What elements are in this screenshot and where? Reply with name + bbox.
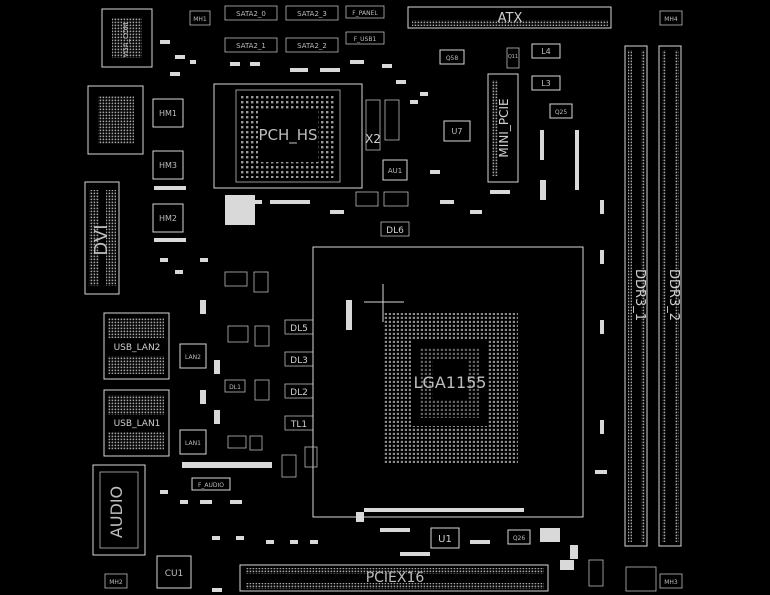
dl5-label: DL5 bbox=[290, 324, 308, 334]
usb-lan1-label: USB_LAN1 bbox=[114, 419, 161, 429]
tl1-label: TL1 bbox=[290, 420, 307, 430]
x2-crystal: X2 bbox=[365, 99, 381, 151]
l4-label: L4 bbox=[541, 47, 551, 56]
au1-chip: AU1 bbox=[382, 159, 408, 181]
mounting-holes: MH1 MH4 MH2 MH3 bbox=[104, 10, 683, 589]
mini-pcie-label: MINI_PCIE bbox=[497, 98, 511, 157]
front-panel-headers: F_PANEL F_USB1 bbox=[345, 5, 385, 45]
pciex16-label: PCIEX16 bbox=[366, 570, 425, 586]
u7-chip: U7 bbox=[443, 120, 471, 142]
mosfets: Q58 Q25 Q26 Q11 bbox=[439, 47, 573, 545]
inductors: L4 L3 bbox=[531, 43, 561, 91]
atx-label: ATX bbox=[498, 11, 523, 26]
ddr3-slot-2: DDR3_2 bbox=[658, 45, 682, 547]
atx-connector: ATX bbox=[407, 6, 612, 29]
cu1-chip: CU1 bbox=[156, 555, 192, 589]
cpu-socket: LGA1155 bbox=[312, 246, 584, 518]
audio-label: AUDIO bbox=[107, 486, 126, 538]
ddr3-slot-1: DDR3_1 bbox=[624, 45, 648, 547]
usb-lan2-connector: USB_LAN2 bbox=[103, 312, 170, 380]
mh2-label: MH2 bbox=[109, 579, 123, 586]
ddr3-1-label: DDR3_1 bbox=[632, 269, 647, 321]
hm1-label: HM1 bbox=[159, 109, 177, 118]
f-audio-label: F_AUDIO bbox=[198, 482, 224, 489]
sata-connectors: SATA2_0 SATA2_3 SATA2_1 SATA2_2 bbox=[224, 5, 339, 53]
dvi-connector: DVI bbox=[84, 181, 120, 295]
lan1-label: LAN1 bbox=[185, 440, 201, 447]
pch-label: PCH_HS bbox=[258, 126, 317, 145]
ddr3-2-label: DDR3_2 bbox=[666, 269, 681, 321]
hm3-chip: HM3 bbox=[152, 150, 184, 180]
lan-chips: LAN2 LAN1 bbox=[179, 343, 207, 455]
audio-connector: AUDIO bbox=[92, 464, 146, 556]
dl2-label: DL2 bbox=[290, 388, 308, 398]
dl6-label: DL6 bbox=[386, 226, 404, 236]
dl3-label: DL3 bbox=[290, 356, 308, 366]
q26-label: Q26 bbox=[513, 535, 526, 542]
f-audio-header: F_AUDIO bbox=[191, 477, 231, 491]
u1-chip: U1 bbox=[430, 527, 460, 549]
vga-com-label: VGA_COM bbox=[122, 23, 130, 58]
q11-label: Q11 bbox=[508, 54, 518, 60]
hm1-chip: HM1 bbox=[152, 98, 184, 128]
l3-label: L3 bbox=[541, 79, 551, 88]
sata2-2-label: SATA2_2 bbox=[297, 42, 327, 50]
sata2-3-label: SATA2_3 bbox=[297, 10, 327, 18]
hm2-chip: HM2 bbox=[152, 203, 184, 233]
io-block-top bbox=[87, 85, 144, 155]
usb-lan1-connector: USB_LAN1 bbox=[103, 389, 170, 457]
mh4-label: MH4 bbox=[664, 16, 678, 23]
mini-pcie-slot: MINI_PCIE bbox=[487, 73, 519, 183]
lan2-label: LAN2 bbox=[185, 354, 201, 361]
passive-components bbox=[154, 40, 657, 592]
hm2-label: HM2 bbox=[159, 214, 177, 223]
u7-label: U7 bbox=[452, 127, 463, 136]
usb-lan2-label: USB_LAN2 bbox=[114, 343, 161, 353]
f-panel-label: F_PANEL bbox=[352, 10, 378, 17]
sata2-0-label: SATA2_0 bbox=[236, 10, 266, 18]
lga1155-label: LGA1155 bbox=[414, 373, 487, 392]
mh1-label: MH1 bbox=[193, 16, 207, 23]
au1-label: AU1 bbox=[388, 167, 402, 175]
x2-label: X2 bbox=[365, 132, 381, 146]
q58-label: Q58 bbox=[446, 55, 459, 62]
mh3-label: MH3 bbox=[664, 579, 678, 586]
sata2-1-label: SATA2_1 bbox=[236, 42, 266, 50]
cu1-label: CU1 bbox=[165, 569, 184, 579]
dvi-label: DVI bbox=[91, 224, 112, 255]
u1-label: U1 bbox=[438, 534, 452, 545]
delay-lines: DL5 DL3 DL2 TL1 DL6 DL1 bbox=[224, 221, 410, 431]
f-usb1-label: F_USB1 bbox=[354, 36, 377, 43]
pch-chip: PCH_HS bbox=[213, 83, 363, 189]
q25-label: Q25 bbox=[555, 109, 568, 116]
dl1-label: DL1 bbox=[229, 384, 241, 391]
vga-com-connector: VGA_COM bbox=[101, 8, 153, 68]
hm3-label: HM3 bbox=[159, 161, 177, 170]
pciex16-slot: PCIEX16 bbox=[239, 564, 549, 592]
